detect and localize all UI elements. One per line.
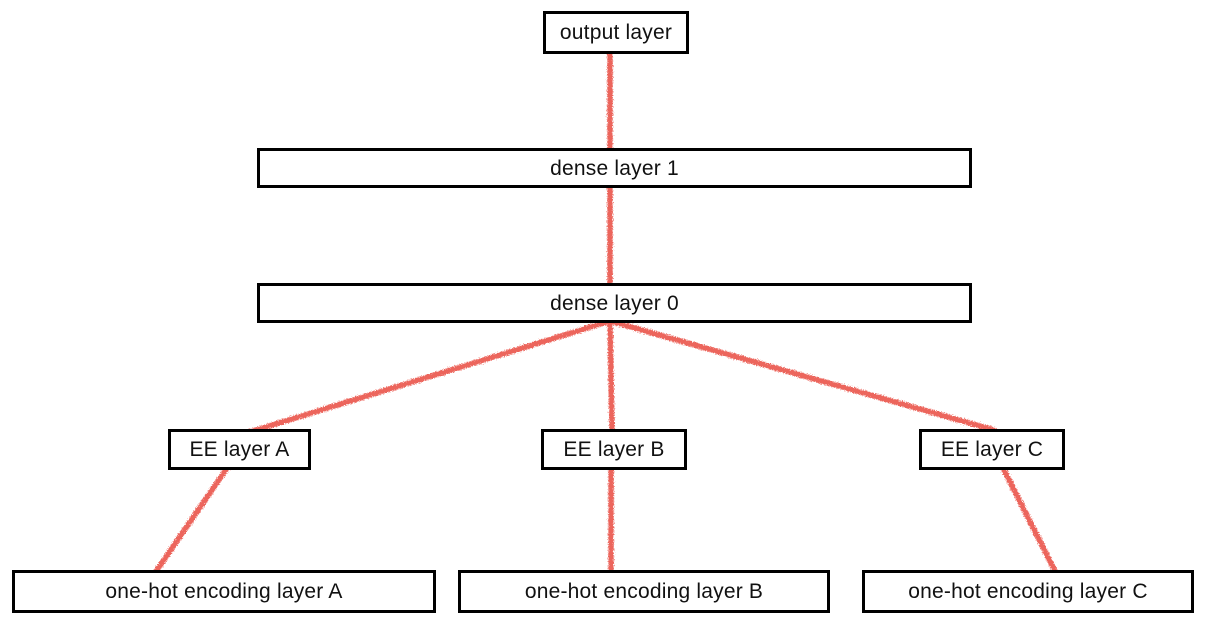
node-ee-layer-c: EE layer C xyxy=(919,429,1065,470)
node-output-layer-label: output layer xyxy=(559,21,673,44)
node-dense-layer-0-label: dense layer 0 xyxy=(550,291,679,315)
node-onehot-layer-b-label: one-hot encoding layer B xyxy=(524,580,764,603)
edge-ee-a-to-onehot-a xyxy=(152,465,230,576)
node-onehot-layer-a-label: one-hot encoding layer A xyxy=(105,580,343,603)
node-output-layer: output layer xyxy=(543,11,689,54)
node-ee-layer-b: EE layer B xyxy=(541,429,687,470)
node-onehot-layer-c: one-hot encoding layer C xyxy=(862,570,1194,613)
node-onehot-layer-a: one-hot encoding layer A xyxy=(12,570,436,613)
node-onehot-layer-b: one-hot encoding layer B xyxy=(458,570,830,613)
node-ee-layer-a-label: EE layer A xyxy=(189,438,290,461)
edge-dense0-to-ee-b xyxy=(607,318,615,435)
node-dense-layer-1-label: dense layer 1 xyxy=(550,156,679,180)
node-dense-layer-1: dense layer 1 xyxy=(257,148,972,188)
node-ee-layer-b-label: EE layer B xyxy=(563,438,665,461)
edge-dense0-to-ee-a xyxy=(247,318,613,435)
edge-ee-c-to-onehot-c xyxy=(1000,465,1059,576)
node-ee-layer-c-label: EE layer C xyxy=(940,438,1044,461)
node-ee-layer-a: EE layer A xyxy=(168,429,311,470)
node-onehot-layer-c-label: one-hot encoding layer C xyxy=(908,580,1148,603)
node-dense-layer-0: dense layer 0 xyxy=(257,283,972,323)
edge-dense0-to-ee-c xyxy=(607,318,997,433)
edge-group xyxy=(152,49,1059,576)
